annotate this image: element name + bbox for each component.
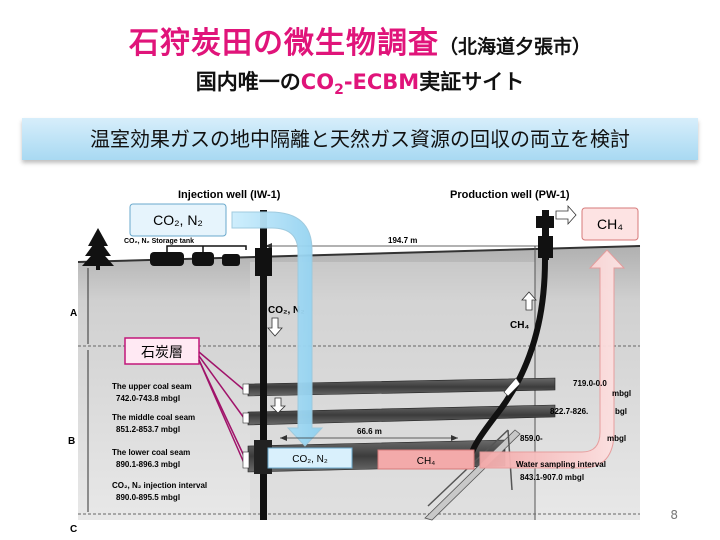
co2-box-bottom <box>267 447 353 469</box>
production-well-pipe <box>467 259 548 463</box>
slide-title: 石狩炭田の微生物調査（北海道夕張市） <box>0 18 720 62</box>
right-lower-unit: mbgl <box>607 434 626 443</box>
injection-well-pipe <box>260 210 267 520</box>
production-well-label: Production well (PW-1) <box>450 189 570 201</box>
co2-box-bottom-label: CO₂, N₂ <box>292 454 328 465</box>
right-middle-unit: bgl <box>615 407 627 416</box>
middle-seam-depth: 851.2-853.7 mbgl <box>116 425 180 434</box>
zone-b-label: B <box>68 436 75 447</box>
ch4-out-arrow-icon <box>555 204 577 226</box>
subtitle-suffix: 実証サイト <box>419 70 525 94</box>
distance-top-label: 194.7 m <box>388 236 417 245</box>
storage-tank-icon <box>150 245 247 266</box>
production-wellhead <box>536 216 554 228</box>
ch4-box-top <box>581 207 639 241</box>
zone-c-label: C <box>70 524 77 535</box>
ch4-box-top-label: CH₄ <box>597 216 623 232</box>
ch4-production-label: CH₄ <box>510 320 529 331</box>
subtitle-prefix: 国内唯一の <box>195 70 301 94</box>
co2-injection-label: CO₂, N₂ <box>268 305 305 316</box>
right-upper-depth: 719.0-0.0 <box>573 379 607 388</box>
co2-flow-arrow <box>231 211 324 447</box>
page-number: 8 <box>670 508 678 522</box>
summary-banner: 温室効果ガスの地中隔離と天然ガス資源の回収の両立を検討 <box>22 118 698 160</box>
co2-box-top-label: CO₂, N₂ <box>153 212 203 228</box>
co2-box-top <box>129 203 227 237</box>
coal-layer-pointers <box>198 351 245 464</box>
upper-seam-depth: 742.0-743.8 mbgl <box>116 394 180 403</box>
tree-icon <box>82 228 114 270</box>
storage-tank-label: CO₂, N₂ Storage tank <box>124 238 194 245</box>
slide-subtitle: 国内唯一のCO2-ECBM実証サイト <box>0 66 720 98</box>
production-well-top <box>542 210 549 260</box>
ch4-box-bottom-label: CH₄ <box>417 456 436 467</box>
right-lower-depth: 859.0- <box>520 434 543 443</box>
water-sampling-label: Water sampling interval <box>516 460 606 469</box>
water-sampling-depth: 843.1-907.0 mbgl <box>520 473 584 482</box>
injection-wellhead <box>255 248 272 276</box>
ch4-up-arrow-icon <box>521 291 537 311</box>
zone-a-label: A <box>70 308 77 319</box>
title-main: 石狩炭田の微生物調査 <box>128 26 439 61</box>
lower-seam-depth: 890.1-896.3 mbgl <box>116 460 180 469</box>
right-middle-depth: 822.7-826. <box>550 407 588 416</box>
ch4-box-bottom <box>377 449 475 470</box>
distance-bottom-label: 66.6 m <box>357 427 382 436</box>
subtitle-ecbm: -ECBM <box>343 70 420 94</box>
co2-down-arrow-icon <box>267 317 283 337</box>
subtitle-co: CO <box>300 70 335 94</box>
ch4-flow-arrow <box>479 249 626 469</box>
subtitle-sub: 2 <box>334 82 344 99</box>
upper-seam-label: The upper coal seam <box>112 382 192 391</box>
coal-layer-label: 石炭層 <box>141 344 183 360</box>
coal-layer-callout <box>124 337 200 365</box>
title-region: （北海道夕張市） <box>438 36 591 58</box>
middle-seam-label: The middle coal seam <box>112 413 195 422</box>
injection-interval-depth: 890.0-895.5 mbgl <box>116 493 180 502</box>
right-upper-unit: mbgl <box>612 389 631 398</box>
injection-well-label: Injection well (IW-1) <box>178 189 281 201</box>
injection-interval-label: CO₂, N₂ injection interval <box>112 481 207 490</box>
lower-seam-label: The lower coal seam <box>112 448 190 457</box>
subtitle-highlight: CO2-ECBM <box>300 70 420 98</box>
